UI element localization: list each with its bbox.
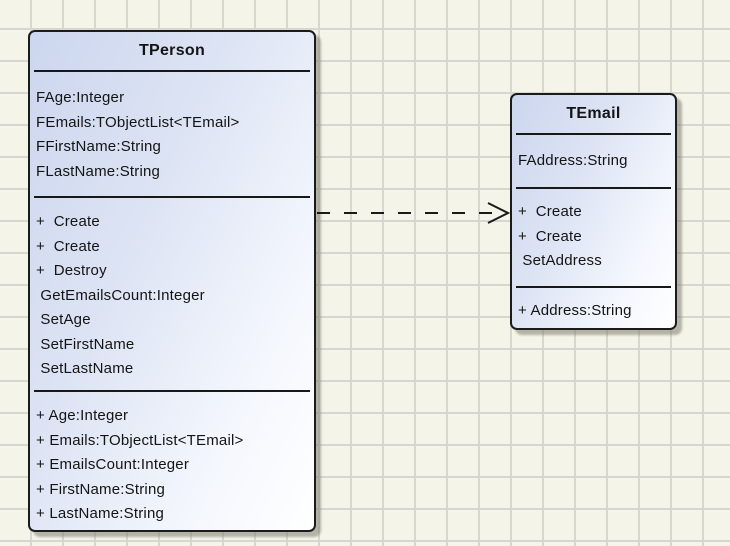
method-row: + Create <box>36 213 100 230</box>
property-row: + Address:String <box>518 302 632 319</box>
class-title-temail: TEmail <box>566 105 621 122</box>
property-row: + Age:Integer <box>36 407 129 424</box>
field-row: FFirstName:String <box>36 138 162 155</box>
section-divider <box>34 70 310 72</box>
fields-section: FAddress:String <box>512 135 675 187</box>
methods-section: + Create + Create + Destroy GetEmailsCou… <box>30 198 314 390</box>
class-title-tperson: TPerson <box>138 42 206 59</box>
method-row: SetLastName <box>36 360 134 377</box>
field-row: FAddress:String <box>518 152 628 169</box>
class-box-temail[interactable]: TEmail FAddress:String + Create + Create… <box>510 93 677 330</box>
section-divider <box>34 390 310 392</box>
dependency-arrow[interactable] <box>316 198 514 228</box>
fields-section: FAge:Integer FEmails:TObjectList<TEmail>… <box>30 72 314 196</box>
properties-section: + Age:Integer + Emails:TObjectList<TEmai… <box>30 392 314 530</box>
method-row: + Create <box>518 227 582 245</box>
method-row: + Create <box>36 237 100 255</box>
property-row: + FirstName:String <box>36 480 166 498</box>
property-row: + EmailsCount:Integer <box>36 456 190 473</box>
method-row: SetAddress <box>518 252 602 269</box>
class-box-tperson[interactable]: TPerson FAge:Integer FEmails:TObjectList… <box>28 30 316 532</box>
field-row: FLastName:String <box>36 162 161 180</box>
section-divider <box>516 133 671 135</box>
property-row: + Emails:TObjectList<TEmail> <box>36 431 244 449</box>
method-row: GetEmailsCount:Integer <box>36 286 205 304</box>
field-row: FEmails:TObjectList<TEmail> <box>36 113 240 131</box>
dependency-arrowhead-icon <box>487 202 511 224</box>
section-divider <box>516 286 671 288</box>
property-row: + LastName:String <box>36 505 165 522</box>
section-divider <box>34 196 310 198</box>
method-row: + Create <box>518 203 582 220</box>
section-divider <box>516 187 671 189</box>
method-row: + Destroy <box>36 262 107 279</box>
methods-section: + Create + Create SetAddress <box>512 189 675 286</box>
field-row: FAge:Integer <box>36 89 125 106</box>
method-row: SetFirstName <box>36 335 135 353</box>
method-row: SetAge <box>36 311 91 328</box>
properties-section: + Address:String <box>512 288 675 328</box>
